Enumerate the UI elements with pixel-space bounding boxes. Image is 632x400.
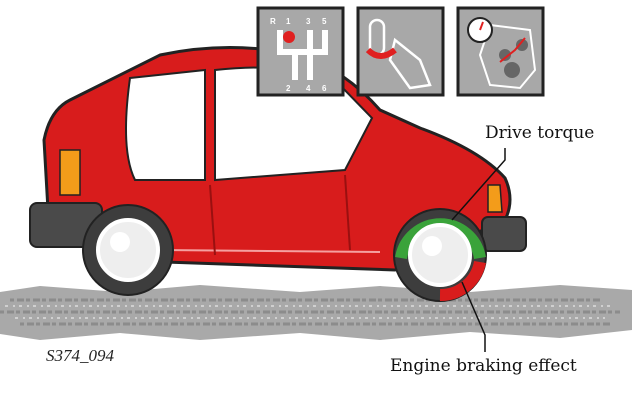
- engine-speed-icon: [456, 6, 545, 97]
- svg-text:R: R: [270, 17, 276, 26]
- svg-text:4: 4: [306, 84, 311, 93]
- rear-wheel: [82, 204, 174, 296]
- engine-braking-label: Engine braking effect: [390, 356, 577, 376]
- drive-torque-leader: [451, 148, 506, 221]
- drive-torque-label: Drive torque: [485, 123, 595, 143]
- engine-braking-leader: [461, 281, 486, 352]
- engine-braking-arc: [439, 260, 486, 302]
- svg-text:2: 2: [286, 84, 291, 93]
- ground: [0, 285, 632, 340]
- svg-text:6: 6: [322, 84, 327, 93]
- figure-id: S374_094: [46, 346, 114, 365]
- clutch-pedal-icon: [356, 6, 445, 97]
- car-body: [42, 46, 512, 272]
- svg-text:5: 5: [322, 17, 327, 26]
- svg-text:1: 1: [286, 17, 291, 26]
- front-wheel: [393, 208, 487, 302]
- gear-shift-icon: R 1 3 5 2 4 6: [256, 6, 345, 97]
- front-bumper: [481, 216, 527, 252]
- svg-text:3: 3: [306, 17, 311, 26]
